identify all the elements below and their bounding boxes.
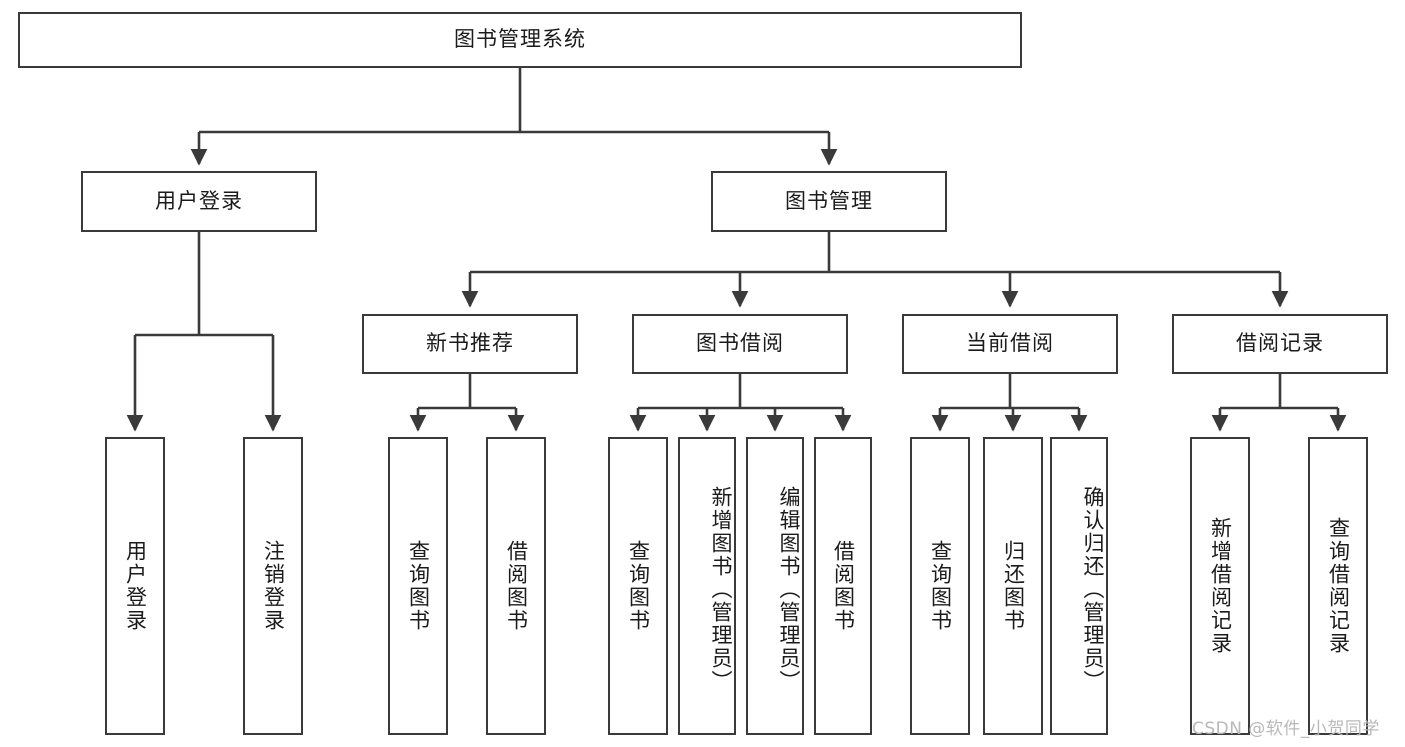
node-book-borrow-label: 图书借阅 xyxy=(696,331,784,356)
node-new-book-recommend-label: 新书推荐 xyxy=(426,331,514,356)
node-leaf-query-book-2[interactable]: 查询图书 xyxy=(608,437,668,735)
node-current-borrow-label: 当前借阅 xyxy=(966,331,1054,356)
node-leaf-return-book-label: 归还图书 xyxy=(1001,540,1026,632)
node-leaf-borrow-book-1-label: 借阅图书 xyxy=(504,540,529,632)
node-leaf-user-login-label: 用户登录 xyxy=(123,540,148,632)
node-leaf-borrow-book-2[interactable]: 借阅图书 xyxy=(814,437,872,735)
node-leaf-add-book[interactable]: 新增图书（管理员） xyxy=(678,437,736,735)
node-borrow-record[interactable]: 借阅记录 xyxy=(1172,314,1388,374)
node-leaf-add-record-label: 新增借阅记录 xyxy=(1208,517,1233,655)
node-root[interactable]: 图书管理系统 xyxy=(18,12,1022,68)
node-book-borrow[interactable]: 图书借阅 xyxy=(632,314,848,374)
node-leaf-user-logout[interactable]: 注销登录 xyxy=(243,437,303,735)
node-leaf-edit-book-label: 编辑图书（管理员） xyxy=(777,485,801,693)
node-leaf-borrow-book-2-label: 借阅图书 xyxy=(831,540,856,632)
node-leaf-user-logout-label: 注销登录 xyxy=(261,540,286,632)
node-leaf-query-book-1[interactable]: 查询图书 xyxy=(388,437,448,735)
node-leaf-query-book-3-label: 查询图书 xyxy=(928,540,953,632)
node-book-management-label: 图书管理 xyxy=(785,188,873,213)
node-book-management[interactable]: 图书管理 xyxy=(711,171,947,232)
node-leaf-borrow-book-1[interactable]: 借阅图书 xyxy=(486,437,546,735)
node-leaf-query-book-3[interactable]: 查询图书 xyxy=(910,437,970,735)
node-leaf-confirm-return-label: 确认归还（管理员） xyxy=(1081,485,1105,693)
node-leaf-confirm-return[interactable]: 确认归还（管理员） xyxy=(1050,437,1108,735)
node-leaf-user-login[interactable]: 用户登录 xyxy=(105,437,165,735)
node-borrow-record-label: 借阅记录 xyxy=(1236,331,1324,356)
node-leaf-query-book-1-label: 查询图书 xyxy=(406,540,431,632)
node-leaf-query-record[interactable]: 查询借阅记录 xyxy=(1308,437,1368,735)
node-leaf-add-record[interactable]: 新增借阅记录 xyxy=(1190,437,1250,735)
node-new-book-recommend[interactable]: 新书推荐 xyxy=(362,314,578,374)
node-user-login[interactable]: 用户登录 xyxy=(81,171,317,232)
node-root-label: 图书管理系统 xyxy=(454,27,586,52)
node-user-login-label: 用户登录 xyxy=(155,188,243,213)
node-leaf-add-book-label: 新增图书（管理员） xyxy=(709,485,733,693)
node-current-borrow[interactable]: 当前借阅 xyxy=(902,314,1118,374)
node-leaf-edit-book[interactable]: 编辑图书（管理员） xyxy=(746,437,804,735)
node-leaf-return-book[interactable]: 归还图书 xyxy=(983,437,1043,735)
csdn-watermark: CSDN @软件_小贺同学 xyxy=(1192,714,1380,739)
csdn-watermark-text: CSDN @软件_小贺同学 xyxy=(1192,719,1380,739)
node-leaf-query-book-2-label: 查询图书 xyxy=(626,540,651,632)
node-leaf-query-record-label: 查询借阅记录 xyxy=(1326,517,1351,655)
